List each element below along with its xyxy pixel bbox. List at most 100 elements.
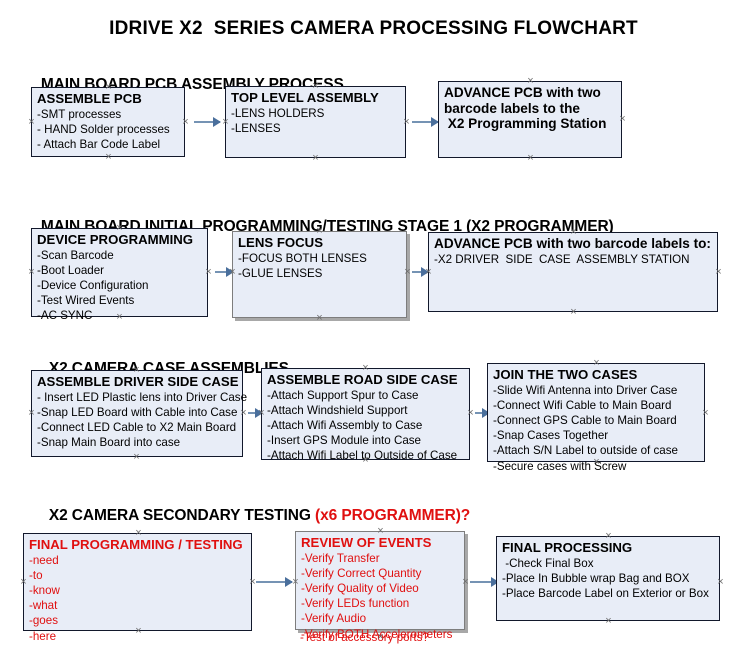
box-line: -what bbox=[29, 599, 58, 613]
selection-handle-left[interactable] bbox=[228, 268, 237, 277]
box-line: -Connect LED Cable to X2 Main Board bbox=[37, 420, 237, 434]
box-title: JOIN THE TWO CASES bbox=[493, 367, 638, 382]
box-line: -Test Wired Events bbox=[37, 294, 135, 308]
selection-handle-top[interactable] bbox=[115, 224, 124, 233]
selection-handle-right[interactable] bbox=[181, 118, 190, 127]
selection-handle-left[interactable] bbox=[424, 268, 433, 277]
box-line: -to bbox=[29, 568, 43, 582]
box-line: -Attach Wifi Label to Outside of Case bbox=[267, 449, 458, 463]
process-box-advance-pcb-stage1[interactable]: ADVANCE PCB with two barcode labels to t… bbox=[438, 81, 622, 158]
box-title: ADVANCE PCB with two bbox=[444, 85, 601, 100]
selection-handle-right[interactable] bbox=[204, 268, 213, 277]
box-line: -need bbox=[29, 553, 59, 567]
selection-handle-bottom[interactable] bbox=[315, 314, 324, 323]
box-line: -here bbox=[29, 629, 57, 643]
box-line: -know bbox=[29, 583, 60, 597]
selection-handle-left[interactable] bbox=[27, 118, 36, 127]
section-heading-4: X2 CAMERA SECONDARY TESTING (x6 PROGRAMM… bbox=[32, 489, 470, 543]
selection-handle-bottom[interactable] bbox=[311, 154, 320, 163]
process-box-assemble-road-side-case[interactable]: ASSEMBLE ROAD SIDE CASE -Attach Support … bbox=[261, 368, 470, 463]
box-title: FINAL PROCESSING bbox=[502, 540, 633, 555]
box-line: -Attach Wifi Assembly to Case bbox=[267, 418, 423, 432]
selection-handle-top[interactable] bbox=[604, 532, 613, 541]
box-line: -FOCUS BOTH LENSES bbox=[238, 251, 367, 265]
selection-handle-right[interactable] bbox=[618, 115, 627, 124]
connector-arrow bbox=[194, 117, 221, 127]
process-box-top-level-assembly[interactable]: TOP LEVEL ASSEMBLY -LENS HOLDERS -LENSES bbox=[225, 86, 406, 158]
selection-handle-right[interactable] bbox=[714, 268, 723, 277]
connector-arrow bbox=[256, 577, 293, 587]
connector-arrow bbox=[470, 577, 499, 587]
box-line: - Insert LED Plastic lens into Driver Ca… bbox=[37, 390, 248, 404]
box-title: DEVICE PROGRAMMING bbox=[37, 232, 194, 247]
selection-handle-bottom[interactable] bbox=[132, 453, 141, 462]
selection-handle-bottom[interactable] bbox=[115, 313, 124, 322]
selection-handle-bottom[interactable] bbox=[361, 456, 370, 465]
selection-handle-top[interactable] bbox=[361, 364, 370, 373]
box-line: -Snap Main Board into case bbox=[37, 436, 181, 450]
box-line: -Attach S/N Label to outside of case bbox=[493, 444, 678, 458]
box-line: -Boot Loader bbox=[37, 263, 105, 277]
selection-handle-top[interactable] bbox=[592, 359, 601, 368]
selection-handle-left[interactable] bbox=[27, 268, 36, 277]
selection-handle-bottom[interactable] bbox=[134, 627, 143, 636]
process-box-assemble-pcb[interactable]: ASSEMBLE PCB -SMT processes - HAND Solde… bbox=[31, 87, 185, 157]
box-title: LENS FOCUS bbox=[238, 235, 323, 250]
selection-handle-right[interactable] bbox=[466, 409, 475, 418]
process-box-lens-focus[interactable]: LENS FOCUS -FOCUS BOTH LENSES -GLUE LENS… bbox=[232, 231, 407, 318]
selection-handle-left[interactable] bbox=[221, 118, 230, 127]
selection-handle-top[interactable] bbox=[104, 83, 113, 92]
box-line: -Slide Wifi Antenna into Driver Case bbox=[493, 383, 678, 397]
selection-handle-right[interactable] bbox=[701, 409, 710, 418]
selection-handle-top[interactable] bbox=[311, 82, 320, 91]
connector-arrow bbox=[475, 408, 490, 418]
process-box-device-programming[interactable]: DEVICE PROGRAMMING -Scan Barcode -Boot L… bbox=[31, 228, 208, 322]
selection-handle-right[interactable] bbox=[461, 578, 470, 587]
box-line: -Insert GPS Module into Case bbox=[267, 434, 422, 448]
selection-handle-right[interactable] bbox=[403, 268, 412, 277]
box-line: -Check Final Box bbox=[502, 556, 594, 570]
selection-handle-top[interactable] bbox=[526, 77, 535, 86]
box-line: -Secure cases with Screw bbox=[493, 459, 627, 473]
box-line: - Attach Bar Code Label bbox=[37, 137, 161, 151]
selection-handle-right[interactable] bbox=[402, 118, 411, 127]
selection-handle-bottom[interactable] bbox=[526, 154, 535, 163]
selection-handle-top[interactable] bbox=[569, 228, 578, 237]
selection-handle-left[interactable] bbox=[19, 578, 28, 587]
box-line: -Connect Wifi Cable to Main Board bbox=[493, 398, 672, 412]
connector-arrow bbox=[412, 117, 439, 127]
selection-handle-bottom[interactable] bbox=[604, 617, 613, 626]
box-overflow-line: -Test of accessory ports? bbox=[300, 631, 429, 644]
selection-handle-left[interactable] bbox=[257, 409, 266, 418]
process-box-assemble-driver-side-case[interactable]: ASSEMBLE DRIVER SIDE CASE - Insert LED P… bbox=[31, 370, 248, 457]
box-line: -Snap LED Board with Cable into Case bbox=[37, 405, 238, 419]
selection-handle-top[interactable] bbox=[376, 527, 385, 536]
selection-handle-top[interactable] bbox=[315, 227, 324, 236]
selection-handle-left[interactable] bbox=[291, 578, 300, 587]
selection-handle-bottom[interactable] bbox=[104, 153, 113, 162]
selection-handle-top[interactable] bbox=[134, 529, 143, 538]
box-line: -Attach Windshield Support bbox=[267, 403, 408, 417]
box-line: -Attach Support Spur to Case bbox=[267, 388, 419, 402]
box-line: -X2 DRIVER SIDE CASE ASSEMBLY STATION bbox=[434, 252, 690, 266]
box-line: -Verify Correct Quantity bbox=[301, 566, 422, 580]
box-line: - HAND Solder processes bbox=[37, 122, 170, 136]
process-box-advance-pcb-stage2[interactable]: ADVANCE PCB with two barcode labels to: … bbox=[428, 232, 718, 312]
box-line: -GLUE LENSES bbox=[238, 266, 323, 280]
selection-handle-top[interactable] bbox=[132, 366, 141, 375]
box-title: ASSEMBLE ROAD SIDE CASE bbox=[267, 372, 458, 387]
selection-handle-bottom[interactable] bbox=[569, 308, 578, 317]
selection-handle-right[interactable] bbox=[239, 409, 248, 418]
box-line: -Verify BOTH Accelerometers bbox=[301, 627, 453, 641]
process-box-final-processing[interactable]: FINAL PROCESSING -Check Final Box -Place… bbox=[496, 536, 720, 621]
process-box-join-the-two-cases[interactable]: JOIN THE TWO CASES -Slide Wifi Antenna i… bbox=[487, 363, 705, 473]
process-box-final-programming-testing[interactable]: FINAL PROGRAMMING / TESTING -need -to -k… bbox=[23, 533, 252, 643]
selection-handle-bottom[interactable] bbox=[592, 458, 601, 467]
selection-handle-bottom[interactable] bbox=[376, 633, 385, 642]
selection-handle-right[interactable] bbox=[716, 578, 725, 587]
process-box-review-of-events[interactable]: REVIEW OF EVENTS -Verify Transfer -Verif… bbox=[295, 531, 465, 641]
page-title: IDRIVE X2 SERIES CAMERA PROCESSING FLOWC… bbox=[109, 18, 638, 39]
section-heading-4-accent: (x6 PROGRAMMER)? bbox=[315, 507, 471, 524]
selection-handle-left[interactable] bbox=[27, 409, 36, 418]
box-line: -Verify LEDs function bbox=[301, 597, 410, 611]
